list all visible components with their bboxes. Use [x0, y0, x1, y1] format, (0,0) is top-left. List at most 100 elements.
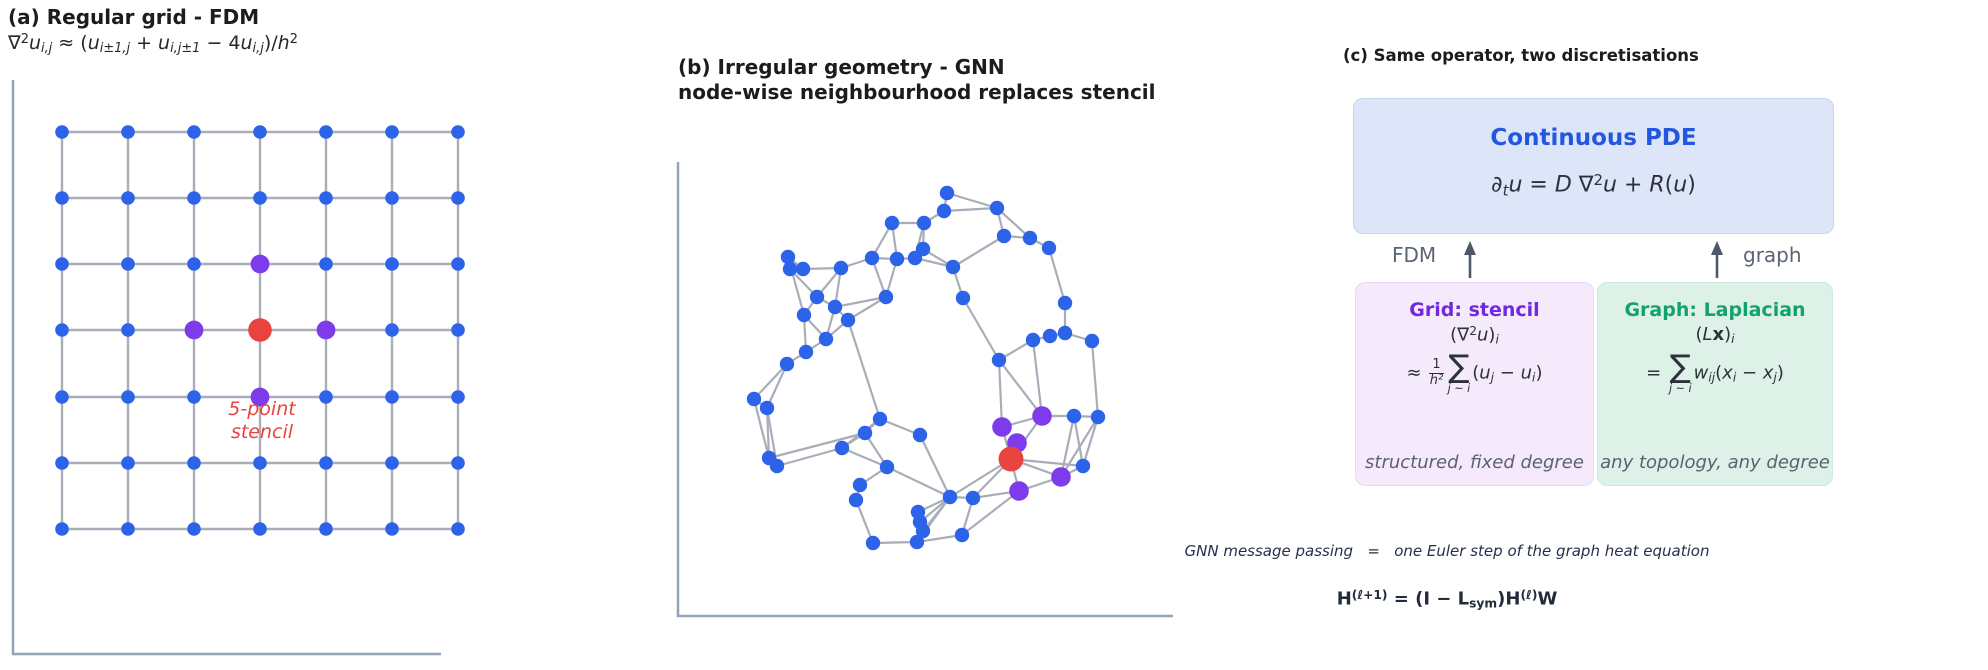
gnn-update-rule: H(ℓ+1) = (I − Lsym)H(ℓ)W — [1097, 588, 1797, 611]
graph-node — [872, 411, 888, 427]
math-segment: x — [1722, 362, 1733, 384]
graph-box-formula-line1: (Lx)i — [1598, 324, 1832, 346]
graph-node — [1057, 295, 1073, 311]
math-segment: u — [87, 32, 100, 54]
math-segment: ( — [1472, 362, 1480, 384]
graph-node — [780, 249, 796, 265]
grid-node — [451, 390, 465, 404]
math-segment: 2 — [1593, 171, 1603, 189]
stencil-neighbor-node — [184, 320, 204, 340]
stencil-center-node — [248, 318, 272, 342]
stencil-neighbor-node — [250, 387, 270, 407]
fdm-arrow-head — [1464, 241, 1476, 255]
graph-edge — [943, 206, 998, 213]
math-segment: − — [1430, 588, 1458, 610]
math-segment: x — [1762, 362, 1774, 384]
panel-b-title-line2: node-wise neighbourhood replaces stencil — [678, 80, 1156, 104]
stencil-label: 5-point stencil — [228, 398, 296, 443]
grid-node — [451, 257, 465, 271]
math-segment: u — [1520, 362, 1533, 384]
graph-node — [1041, 240, 1057, 256]
math-segment: 2 — [1469, 324, 1477, 338]
grid-node — [385, 125, 399, 139]
grid-node — [319, 191, 333, 205]
grid-node — [55, 456, 69, 470]
stencil-neighbor-node — [316, 320, 336, 340]
math-segment: ≈ ( — [52, 32, 88, 54]
math-segment: + — [130, 32, 159, 54]
math-segment: u — [158, 32, 171, 54]
graph-neighbor-node — [1051, 467, 1071, 487]
graph-node — [798, 344, 814, 360]
panel-b-axis-spine — [676, 162, 1173, 618]
grid-node — [253, 191, 267, 205]
graph-node — [912, 427, 928, 443]
grid-node — [55, 125, 69, 139]
graph-node — [907, 250, 923, 266]
grid-node — [385, 522, 399, 536]
grid-node — [319, 390, 333, 404]
math-segment: 2 — [20, 32, 29, 48]
grid-node — [121, 257, 135, 271]
math-segment: = ( — [1387, 588, 1424, 610]
grid-node — [385, 191, 399, 205]
grid-node — [253, 456, 267, 470]
graph-neighbor-node — [1009, 481, 1029, 501]
graph-arrow-label: graph — [1743, 243, 1802, 267]
math-segment: − 4 — [200, 32, 241, 54]
graph-edge — [846, 319, 882, 420]
math-segment: H — [1505, 588, 1521, 610]
math-segment: ( — [1715, 362, 1723, 384]
stencil-neighbor-node — [250, 254, 270, 274]
grid-node — [385, 323, 399, 337]
math-segment: ∑j ~ i — [1668, 349, 1692, 395]
grid-node — [385, 257, 399, 271]
math-segment: ) — [1687, 172, 1696, 198]
math-segment: u — [1479, 362, 1491, 384]
math-segment: i — [1495, 332, 1499, 347]
graph-node — [909, 534, 925, 550]
math-segment: D — [1554, 172, 1572, 198]
grid-node — [121, 323, 135, 337]
math-segment: i±1,j — [99, 41, 131, 57]
grid-node — [451, 125, 465, 139]
graph-edge — [1072, 415, 1085, 467]
math-segment: u — [240, 32, 253, 54]
grid-node — [451, 323, 465, 337]
grid-node — [385, 456, 399, 470]
panel-c-title: (c) Same operator, two discretisations — [1343, 46, 1699, 65]
graph-edge — [765, 363, 789, 409]
grid-node — [187, 456, 201, 470]
grid-node — [451, 522, 465, 536]
math-segment: ) — [1535, 362, 1543, 384]
graph-edge — [916, 533, 963, 544]
graph-node — [991, 352, 1007, 368]
math-segment: i — [1732, 370, 1737, 385]
graph-node — [916, 215, 932, 231]
grid-node — [319, 125, 333, 139]
graph-edge — [776, 446, 843, 468]
continuous-pde-box: Continuous PDE ∂tu = D ∇2u + R(u) — [1353, 98, 1834, 234]
math-segment: ∂ — [1491, 172, 1503, 198]
math-segment: )/ — [263, 32, 278, 54]
graph-node — [782, 261, 798, 277]
panel-a-axis-spine — [11, 80, 441, 656]
graph-edge — [997, 359, 1004, 428]
graph-arrow-head — [1711, 241, 1723, 255]
graph-node — [879, 459, 895, 475]
equivalence-statement: GNN message passing = one Euler step of … — [1184, 542, 1710, 560]
graph-box-heading: Graph: Laplacian — [1624, 299, 1806, 321]
math-segment: i,j — [40, 41, 53, 57]
math-segment: I — [1423, 588, 1431, 610]
grid-node — [253, 522, 267, 536]
math-segment: ) — [1497, 588, 1506, 610]
grid-node — [121, 125, 135, 139]
panel-b-title-line1: (b) Irregular geometry - GNN — [678, 55, 1005, 79]
pde-box-heading: Continuous PDE — [1490, 125, 1697, 151]
graph-node — [1066, 408, 1082, 424]
math-segment: j — [1773, 370, 1777, 385]
math-segment: sym — [1469, 596, 1498, 611]
